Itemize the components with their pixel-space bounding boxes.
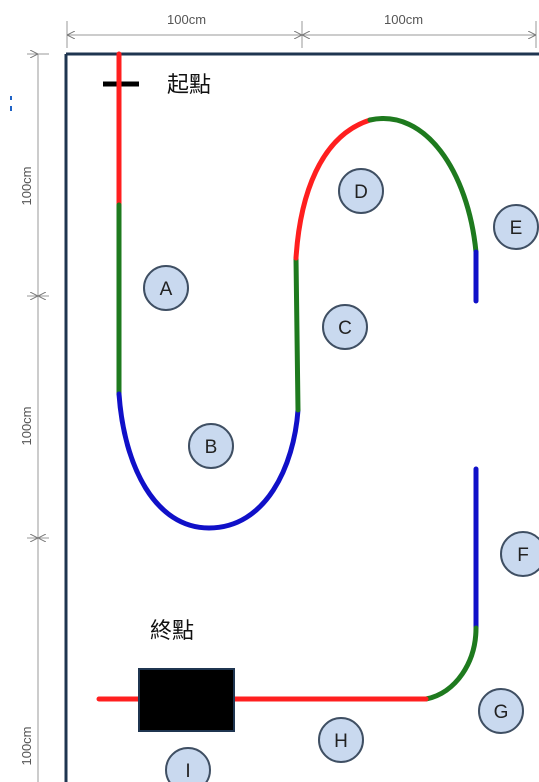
marker-g: [478, 688, 524, 734]
marker-g-label: G: [494, 702, 509, 723]
marker-c: [322, 304, 368, 350]
start-label: 起點: [167, 73, 211, 98]
marker-c-label: C: [338, 318, 352, 339]
marker-b-label: B: [205, 437, 218, 458]
marker-d: [338, 168, 384, 214]
marker-e: [493, 204, 539, 250]
marker-f: [500, 531, 539, 577]
marker-i: [165, 747, 211, 782]
segment-d-green: [367, 116, 479, 255]
marker-e-label: E: [510, 218, 523, 239]
segment-b-blue: [116, 391, 301, 531]
segment-c-green: [293, 255, 301, 413]
marker-h: [318, 717, 364, 763]
marker-i-label: I: [185, 761, 190, 782]
segment-d-red: [293, 117, 373, 261]
segment-g-green: [423, 625, 479, 702]
dimension-left-bottom-label: 100cm: [19, 726, 34, 765]
end-label: 終點: [150, 619, 194, 644]
dimension-left-top-label: 100cm: [19, 166, 34, 205]
end-box: [138, 668, 235, 732]
marker-a: [143, 265, 189, 311]
dimension-left-middle-label: 100cm: [19, 406, 34, 445]
marker-f-label: F: [517, 545, 529, 566]
marker-d-label: D: [354, 182, 368, 203]
marker-b: [188, 423, 234, 469]
dimension-top-right-label: 100cm: [384, 12, 423, 27]
dimension-top-left-label: 100cm: [167, 12, 206, 27]
marker-h-label: H: [334, 731, 348, 752]
marker-a-label: A: [160, 279, 173, 300]
